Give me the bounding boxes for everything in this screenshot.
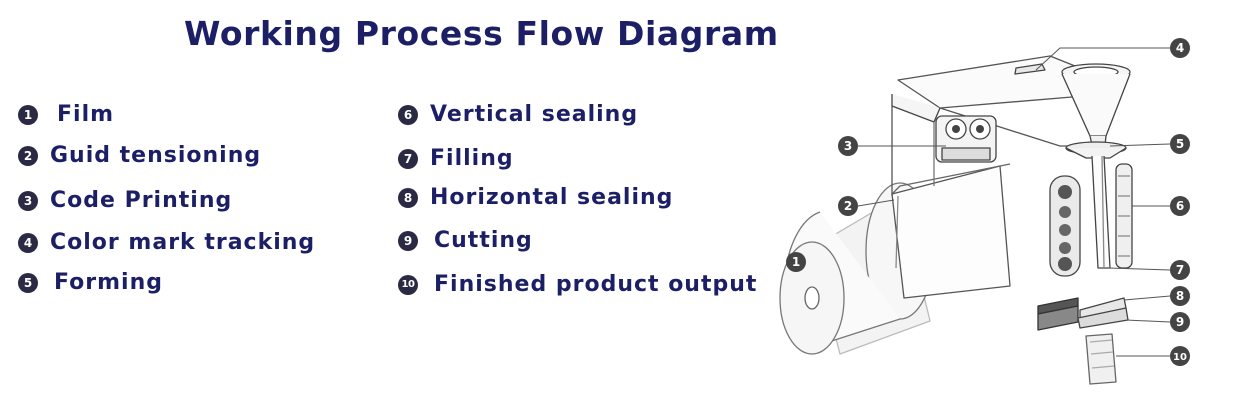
legend-item-color-mark-tracking: 4 Color mark tracking <box>18 230 315 255</box>
step-number-badge: 8 <box>398 187 418 208</box>
callout-4: 4 <box>1170 38 1190 58</box>
legend-item-guid-tensioning: 2 Guid tensioning <box>18 143 261 168</box>
callout-6: 6 <box>1170 196 1190 216</box>
leader-8 <box>1123 295 1171 301</box>
step-label: Color mark tracking <box>50 230 316 255</box>
step-number-badge: 3 <box>18 190 38 211</box>
callout-7: 7 <box>1170 260 1190 280</box>
legend-item-code-printing: 3 Code Printing <box>18 188 232 213</box>
step-label: Filling <box>430 146 514 171</box>
step-label: Cutting <box>434 228 533 253</box>
legend-item-finished-product-output: 10 Finished product output <box>398 272 757 297</box>
legend-item-vertical-sealing: 6 Vertical sealing <box>398 102 638 127</box>
svg-text:6: 6 <box>1176 199 1184 213</box>
finished-bag-drawing <box>1085 333 1117 385</box>
callout-leaders <box>857 47 1171 357</box>
step-number-badge: 10 <box>398 274 418 295</box>
step-label: Forming <box>54 270 163 295</box>
step-number-badge: 5 <box>18 272 38 293</box>
leader-9 <box>1125 319 1171 323</box>
callout-2: 2 <box>838 196 858 216</box>
svg-text:10: 10 <box>1173 352 1187 363</box>
legend-item-cutting: 9 Cutting <box>398 228 533 253</box>
leader-5 <box>1109 143 1171 147</box>
svg-text:3: 3 <box>844 139 852 153</box>
step-label: Horizontal sealing <box>430 185 674 210</box>
legend-item-horizontal-sealing: 8 Horizontal sealing <box>398 185 673 210</box>
svg-text:9: 9 <box>1176 315 1184 329</box>
vertical-sealing-drawing <box>1049 163 1133 277</box>
leader-2 <box>857 199 895 207</box>
code-printer-drawing <box>935 115 997 163</box>
forming-tube-drawing <box>1065 141 1127 269</box>
legend-item-filling: 7 Filling <box>398 146 514 171</box>
horizontal-sealing-drawing <box>1037 297 1129 331</box>
diagram-title: Working Process Flow Diagram <box>184 14 779 53</box>
step-number-badge: 6 <box>398 104 418 125</box>
step-label: Guid tensioning <box>50 143 262 168</box>
svg-text:4: 4 <box>1176 41 1184 55</box>
step-label: Vertical sealing <box>430 102 639 127</box>
packaging-machine-illustration: 1 2 3 4 5 6 7 8 9 10 <box>779 38 1190 385</box>
step-number-badge: 1 <box>18 104 38 125</box>
step-number-badge: 7 <box>398 148 418 169</box>
svg-text:1: 1 <box>792 255 800 269</box>
svg-text:8: 8 <box>1176 289 1184 303</box>
callout-markers: 1 2 3 4 5 6 7 8 9 10 <box>786 38 1190 366</box>
legend-item-film: 1 Film <box>18 102 114 127</box>
callout-3: 3 <box>838 136 858 156</box>
svg-text:5: 5 <box>1176 137 1184 151</box>
leader-4 <box>1035 47 1170 71</box>
svg-text:2: 2 <box>844 199 852 213</box>
step-label: Finished product output <box>434 272 758 297</box>
step-label: Code Printing <box>50 188 233 213</box>
leader-7 <box>1107 267 1171 271</box>
callout-9: 9 <box>1170 312 1190 332</box>
callout-1: 1 <box>786 252 806 272</box>
step-number-badge: 9 <box>398 230 418 251</box>
step-number-badge: 2 <box>18 145 38 166</box>
legend-item-forming: 5 Forming <box>18 270 163 295</box>
step-number-badge: 4 <box>18 232 38 253</box>
guide-tensioning-drawing <box>891 163 1011 299</box>
callout-5: 5 <box>1170 134 1190 154</box>
callout-8: 8 <box>1170 286 1190 306</box>
svg-text:7: 7 <box>1176 263 1184 277</box>
step-label: Film <box>57 102 115 127</box>
callout-10: 10 <box>1170 346 1190 366</box>
hopper-drawing <box>1061 63 1131 155</box>
